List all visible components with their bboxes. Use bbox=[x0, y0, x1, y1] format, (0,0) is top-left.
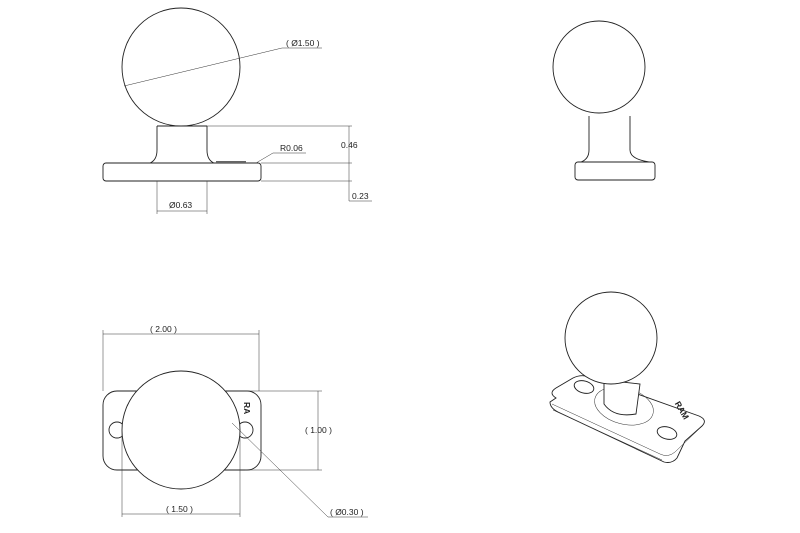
ball bbox=[121, 370, 241, 490]
ball bbox=[552, 20, 646, 114]
ball bbox=[564, 291, 658, 385]
logo-text: RA bbox=[242, 402, 252, 414]
base-plate bbox=[102, 162, 262, 182]
plate-length-label: ( 2.00 ) bbox=[150, 324, 177, 334]
isometric-view: RAM bbox=[549, 291, 705, 463]
ball-neck bbox=[149, 126, 215, 164]
ball-diameter-label: ( Ø1.50 ) bbox=[286, 38, 320, 48]
front-view bbox=[552, 20, 656, 181]
neck-diameter-label: Ø0.63 bbox=[169, 200, 192, 210]
plate-thickness-label: 0.23 bbox=[352, 191, 369, 201]
hole-diameter-label: ( Ø0.30 ) bbox=[330, 507, 364, 517]
side-view: ( Ø1.50 ) Ø0.63 R0.06 0.46 0.23 bbox=[102, 7, 372, 214]
mounting-hole bbox=[656, 426, 678, 440]
hole-spacing-label: ( 1.50 ) bbox=[166, 504, 193, 514]
mounting-hole bbox=[573, 380, 595, 394]
neck-height-label: 0.46 bbox=[341, 140, 358, 150]
fillet-radius-label: R0.06 bbox=[280, 143, 303, 153]
logo-emboss bbox=[216, 161, 246, 163]
ball bbox=[121, 7, 241, 127]
top-view: RA ( 2.00 ) ( 1.00 ) ( 1.50 ) ( Ø0.30 ) bbox=[102, 324, 368, 518]
ball-neck bbox=[580, 116, 650, 163]
base-plate bbox=[574, 161, 656, 181]
ball-neck bbox=[603, 379, 641, 416]
base-plate bbox=[549, 375, 705, 463]
plate-width-label: ( 1.00 ) bbox=[305, 425, 332, 435]
